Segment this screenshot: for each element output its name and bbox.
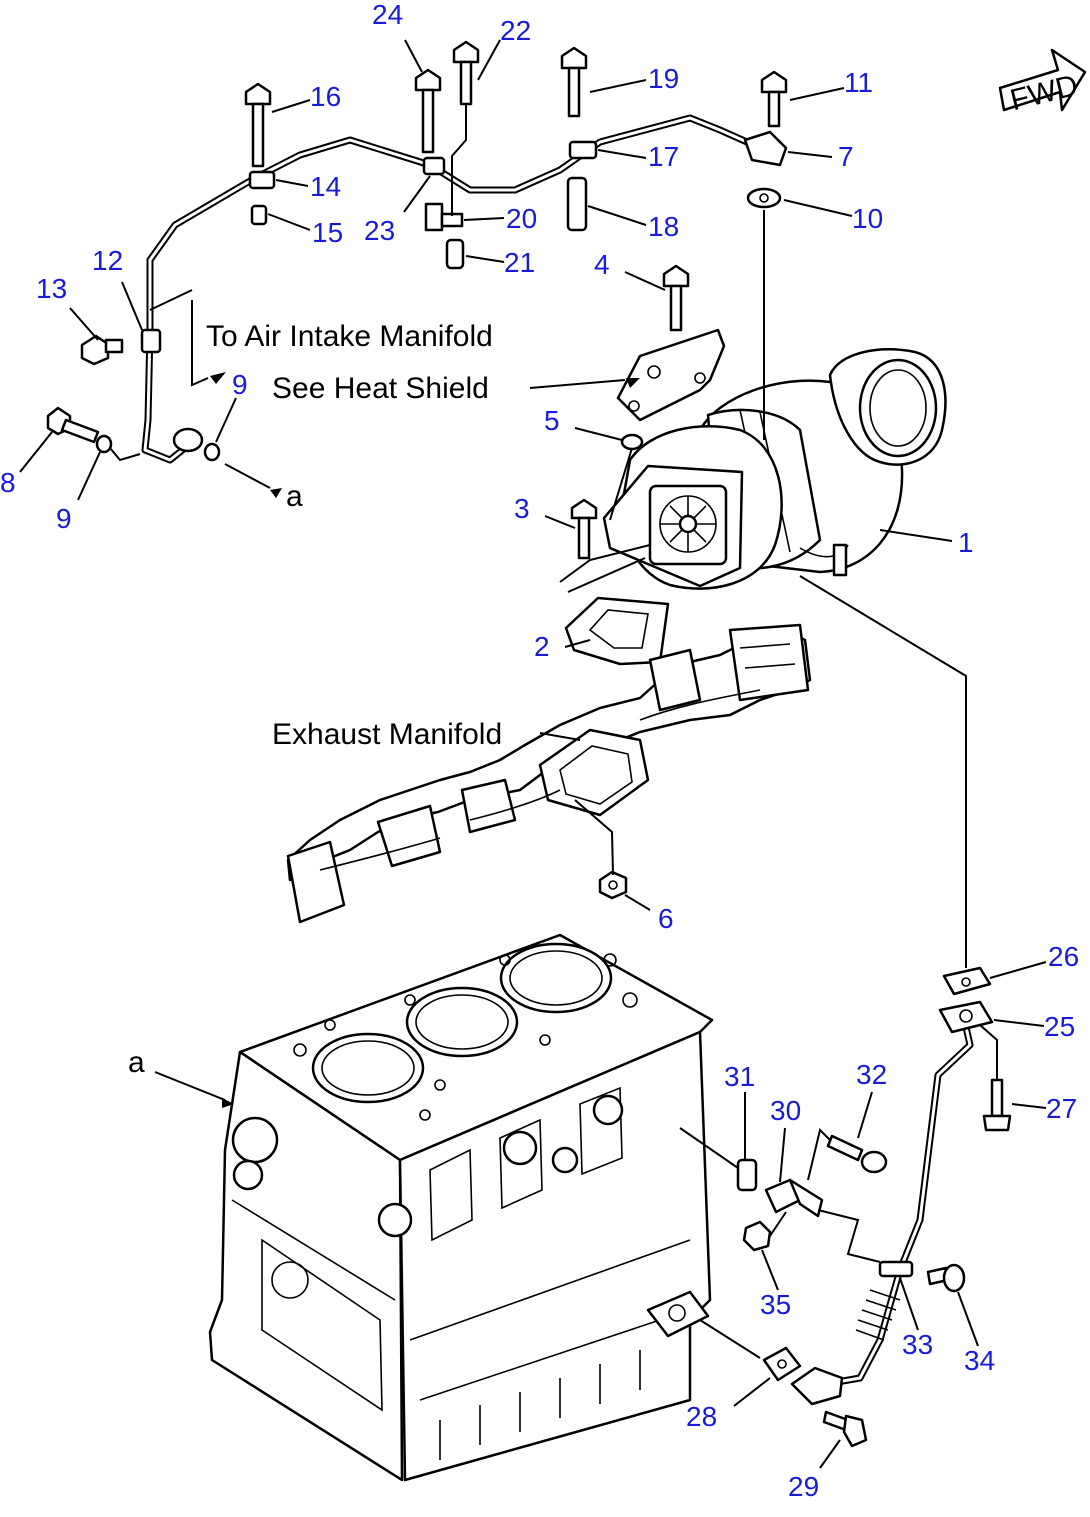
heat-shield-bracket <box>616 328 726 422</box>
label-air-intake: To Air Intake Manifold <box>206 320 493 353</box>
label-heat-shield: See Heat Shield <box>272 372 489 405</box>
washer-9-left <box>95 434 113 454</box>
tube-spacer-15 <box>250 204 268 226</box>
callout-30: 30 <box>770 1095 801 1126</box>
callout-2: 2 <box>534 631 550 662</box>
bolt-27 <box>982 1078 1012 1132</box>
callout-12: 12 <box>92 245 123 276</box>
spacer-18 <box>566 176 588 232</box>
callout-24: 24 <box>372 0 403 30</box>
tube-fitting-7 <box>743 130 788 167</box>
callout-28: 28 <box>686 1401 717 1432</box>
callout-23: 23 <box>364 215 395 246</box>
label-a-top: a <box>286 480 303 513</box>
callout-26: 26 <box>1048 941 1079 972</box>
oil-drain-tube <box>816 1014 974 1389</box>
fwd-arrow-icon: FWD <box>998 48 1087 118</box>
bolt-4 <box>662 264 690 332</box>
arrow-heads <box>210 372 640 1108</box>
callout-9-right: 9 <box>232 369 248 400</box>
bracket-30 <box>764 1178 824 1218</box>
callout-31: 31 <box>724 1061 755 1092</box>
tube-clamp-14 <box>248 170 276 190</box>
callout-15: 15 <box>312 217 343 248</box>
gasket-26 <box>942 966 992 996</box>
cylinder-block <box>208 933 714 1482</box>
callout-9-left: 9 <box>56 503 72 534</box>
callout-32: 32 <box>856 1059 887 1090</box>
callout-3: 3 <box>514 493 530 524</box>
callout-16: 16 <box>310 81 341 112</box>
bracket-20 <box>424 202 464 232</box>
callout-21: 21 <box>504 247 535 278</box>
drain-flange <box>790 1366 844 1406</box>
callout-13: 13 <box>36 273 67 304</box>
clamp-23 <box>422 156 446 176</box>
callout-35: 35 <box>760 1289 791 1320</box>
nut-6 <box>598 870 628 900</box>
callout-34: 34 <box>964 1345 995 1376</box>
spacer-31 <box>736 1158 758 1192</box>
callout-29: 29 <box>788 1471 819 1502</box>
turbocharger <box>602 348 947 590</box>
bolt-13 <box>80 334 124 366</box>
bolt-11 <box>760 70 788 128</box>
callout-17: 17 <box>648 141 679 172</box>
callout-10: 10 <box>852 203 883 234</box>
callout-22: 22 <box>500 15 531 46</box>
bolt-29 <box>822 1410 868 1448</box>
callout-7: 7 <box>838 141 854 172</box>
callout-19: 19 <box>648 63 679 94</box>
clamp-33 <box>878 1260 914 1278</box>
nut-35 <box>742 1220 772 1252</box>
gasket-28 <box>762 1346 802 1382</box>
callout-33: 33 <box>902 1329 933 1360</box>
oil-supply-tube <box>141 114 769 464</box>
fwd-label: FWD <box>1007 69 1081 118</box>
label-exhaust-manifold: Exhaust Manifold <box>272 718 502 751</box>
callout-18: 18 <box>648 211 679 242</box>
banjo-fitting <box>172 427 204 453</box>
bolt-24 <box>414 68 442 154</box>
bolt-34 <box>926 1263 966 1293</box>
gasket-2 <box>564 596 670 666</box>
callout-8: 8 <box>0 467 16 498</box>
gasket-10 <box>746 187 782 209</box>
nut-5 <box>620 433 644 451</box>
callout-4: 4 <box>594 249 610 280</box>
bolt-19 <box>560 46 588 118</box>
callout-11: 11 <box>844 67 873 98</box>
callout-27: 27 <box>1046 1093 1077 1124</box>
spacer-21 <box>445 238 465 270</box>
tube-clamp-17 <box>568 140 598 160</box>
callout-25: 25 <box>1044 1011 1075 1042</box>
washer-9-right <box>203 442 221 462</box>
bolt-3 <box>570 498 598 560</box>
callout-1: 1 <box>958 527 974 558</box>
callout-6: 6 <box>658 903 674 934</box>
label-a-block: a <box>128 1046 145 1079</box>
bolt-8 <box>46 406 100 444</box>
callout-14: 14 <box>310 171 341 202</box>
bolt-32 <box>826 1134 888 1174</box>
callout-20: 20 <box>506 203 537 234</box>
leader-lines <box>19 39 1047 1469</box>
exhaust-manifold <box>286 623 812 924</box>
flange-25 <box>938 1000 994 1034</box>
bolt-16 <box>244 82 272 168</box>
connector-12 <box>140 328 162 354</box>
callout-5: 5 <box>544 405 560 436</box>
bolt-22 <box>452 40 480 106</box>
